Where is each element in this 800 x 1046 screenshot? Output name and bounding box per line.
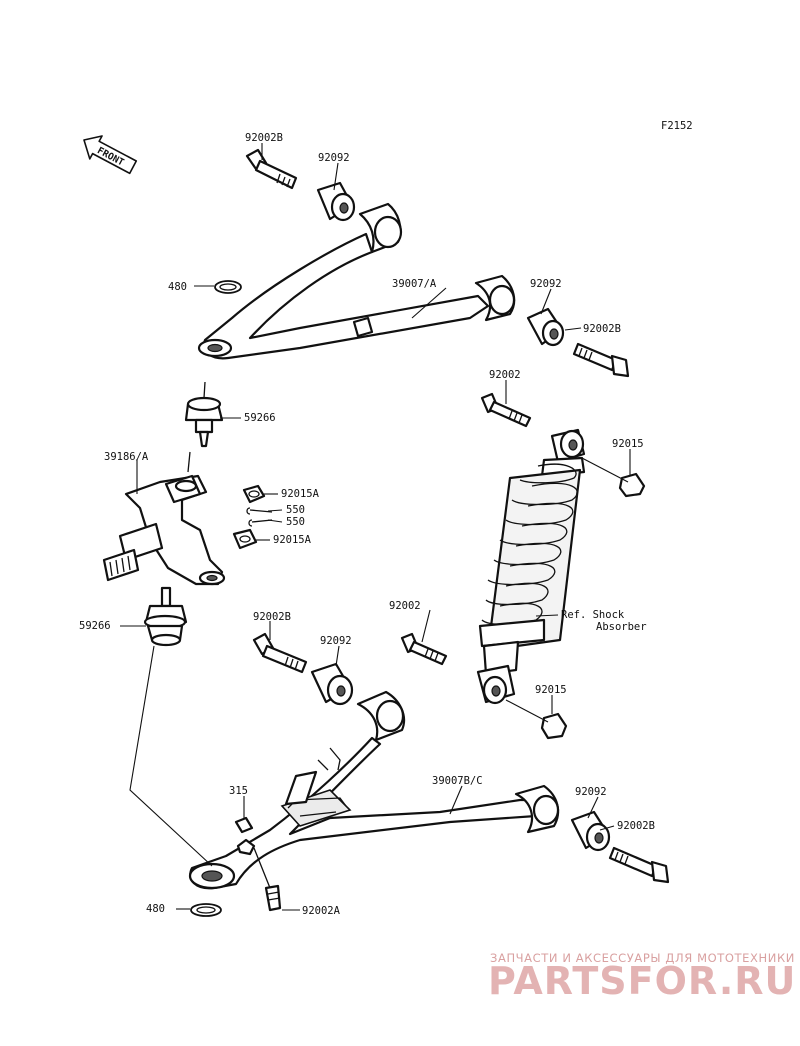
upper-rear-bolt — [572, 342, 630, 378]
upper-ball-joint — [184, 381, 224, 448]
lower-front-bushing — [310, 662, 354, 706]
lower-a-arm — [188, 690, 560, 890]
steering-knuckle — [102, 451, 226, 586]
label-lower-ball-joint: 59266 — [79, 620, 111, 632]
label-cotter-pin-upper: 550 — [286, 504, 305, 516]
label-shock-ref-line1: Ref. Shock — [561, 609, 625, 621]
label-shock-nut-bottom: 92015 — [535, 684, 567, 696]
label-lower-stud-bolt: 92002A — [302, 905, 341, 917]
lower-nut-315 — [234, 816, 254, 834]
lower-clip — [190, 903, 222, 917]
watermark-brand: PARTSFOR.RU — [488, 959, 796, 1003]
shock-top-nut — [581, 457, 646, 498]
lower-rear-bolt — [608, 846, 670, 884]
lower-rear-bushing — [570, 810, 611, 852]
shock-bottom-bolt — [400, 632, 448, 666]
label-upper-bolt-rear: 92002B — [583, 323, 621, 335]
front-arrow-icon: FRONT — [83, 135, 138, 175]
label-shock-bolt-bottom: 92002 — [389, 600, 421, 612]
label-lower-nut: 315 — [229, 785, 248, 797]
upper-a-arm — [197, 202, 516, 360]
figure-code: F2152 — [661, 120, 693, 132]
label-lower-bushing-front: 92092 — [320, 635, 352, 647]
label-lower-bolt-rear: 92002B — [617, 820, 655, 832]
label-upper-bushing-rear: 92092 — [530, 278, 562, 290]
lower-ball-joint — [143, 586, 188, 647]
shock-top-bolt — [480, 392, 532, 428]
lower-front-bolt — [252, 632, 308, 674]
label-lower-clip: 480 — [146, 903, 165, 915]
label-shock-bolt-top: 92002 — [489, 369, 521, 381]
upper-rear-bushing — [526, 307, 565, 347]
shock-bottom-nut — [505, 699, 568, 740]
lower-ball-joint-guide — [129, 645, 213, 867]
lower-stud-bolt — [253, 847, 282, 912]
part-labels: 92002B 92092 480 39007/A 92092 92002B 59… — [79, 132, 655, 917]
upper-clip — [214, 280, 242, 294]
label-upper-bolt: 92002B — [245, 132, 283, 144]
label-knuckle: 39186/A — [104, 451, 149, 463]
label-upper-clip: 480 — [168, 281, 187, 293]
label-lower-bushing-rear: 92092 — [575, 786, 607, 798]
label-lower-bolt: 92002B — [253, 611, 291, 623]
upper-front-bolt — [245, 148, 298, 190]
label-lower-arm: 39007B/C — [432, 775, 483, 787]
watermark-tagline: ЗАПЧАСТИ И АКСЕССУАРЫ ДЛЯ МОТОТЕХНИКИ — [490, 951, 795, 965]
label-shock-ref-line2: Absorber — [596, 621, 647, 633]
label-shock-nut-top: 92015 — [612, 438, 644, 450]
watermark: ЗАПЧАСТИ И АКСЕССУАРЫ ДЛЯ МОТОТЕХНИКИ PA… — [488, 951, 796, 1003]
label-castle-nut-lower: 92015A — [273, 534, 312, 546]
label-upper-bushing-front: 92092 — [318, 152, 350, 164]
label-castle-nut-upper: 92015A — [281, 488, 320, 500]
label-upper-arm: 39007/A — [392, 278, 437, 290]
upper-front-bushing — [316, 181, 356, 222]
label-cotter-pin-lower: 550 — [286, 516, 305, 528]
lower-castle-nut — [232, 528, 258, 550]
upper-castle-nut — [242, 484, 266, 504]
label-upper-ball-joint: 59266 — [244, 412, 276, 424]
leader-lines — [120, 143, 631, 911]
shock-absorber — [476, 428, 586, 705]
